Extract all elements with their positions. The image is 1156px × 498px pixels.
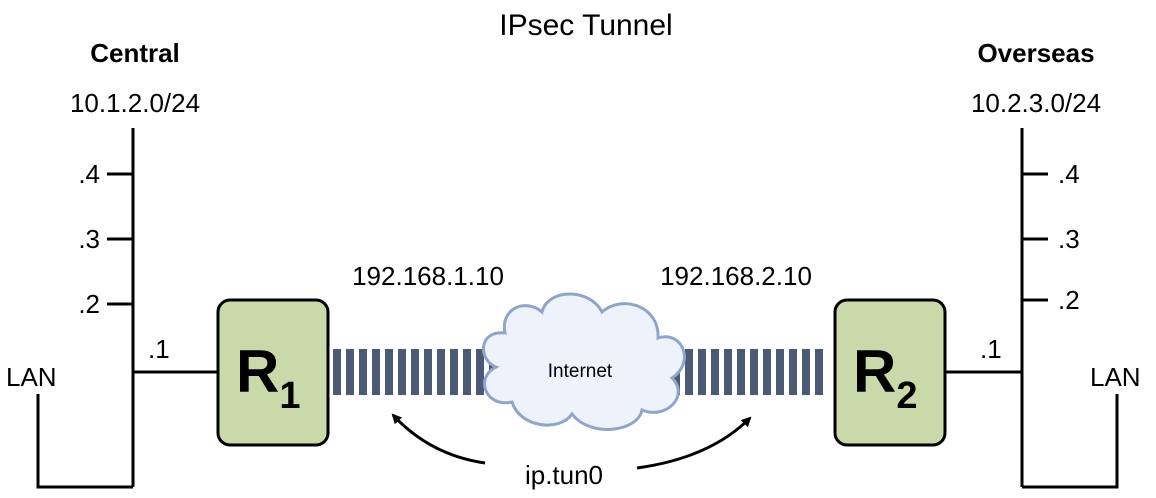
left-host-label: .2 bbox=[78, 289, 100, 319]
cloud-label: Internet bbox=[548, 361, 613, 382]
tunnel-stripe bbox=[815, 349, 823, 395]
router-r1-label: R1 bbox=[236, 338, 300, 417]
tunnel-stripe bbox=[463, 349, 471, 395]
tunnel-stripe bbox=[450, 349, 458, 395]
tunnel-stripe bbox=[424, 349, 432, 395]
diagram-title: IPsec Tunnel bbox=[499, 9, 672, 42]
tunnel-stripe bbox=[437, 349, 445, 395]
left-host-label: .3 bbox=[78, 224, 100, 254]
tunnel-stripe bbox=[398, 349, 406, 395]
right-host-label: .4 bbox=[1058, 159, 1080, 189]
tunnel-stripe bbox=[411, 349, 419, 395]
left-router-port-label: .1 bbox=[148, 334, 170, 364]
tunnel-stripe bbox=[476, 349, 484, 395]
left-site-name: Central bbox=[90, 38, 180, 68]
left-subnet-label: 10.1.2.0/24 bbox=[70, 88, 200, 118]
left-wan-ip: 192.168.1.10 bbox=[352, 261, 504, 291]
router-r2-label: R2 bbox=[853, 338, 917, 417]
tunnel-stripe bbox=[789, 349, 797, 395]
internet-cloud: Internet bbox=[481, 292, 686, 431]
right-host-label: .3 bbox=[1058, 224, 1080, 254]
tunnel-stripe bbox=[763, 349, 771, 395]
tunnel-stripe bbox=[346, 349, 354, 395]
left-lan-label: LAN bbox=[6, 362, 57, 392]
right-router-port-label: .1 bbox=[980, 334, 1002, 364]
right-lan-label: LAN bbox=[1090, 362, 1141, 392]
left-host-label: .4 bbox=[78, 159, 100, 189]
tunnel-interface-label: ip.tun0 bbox=[525, 460, 603, 490]
tunnel-stripe bbox=[685, 349, 693, 395]
tunnel-stripe bbox=[372, 349, 380, 395]
tunnel-arrow-left bbox=[391, 413, 486, 465]
tunnel-stripe bbox=[359, 349, 367, 395]
tunnel-segment-right bbox=[672, 349, 823, 395]
tunnel-stripe bbox=[333, 349, 341, 395]
tunnel-stripe bbox=[385, 349, 393, 395]
router-r2-box bbox=[833, 298, 947, 447]
tunnel-stripe bbox=[698, 349, 706, 395]
tunnel-stripe bbox=[737, 349, 745, 395]
right-subnet-label: 10.2.3.0/24 bbox=[971, 88, 1101, 118]
router-r2: R2 bbox=[833, 298, 947, 447]
left-lan-bracket bbox=[36, 394, 133, 489]
tunnel-stripe bbox=[750, 349, 758, 395]
tunnel-stripe bbox=[711, 349, 719, 395]
tunnel-stripe bbox=[776, 349, 784, 395]
router-r1: R1 bbox=[216, 298, 330, 447]
cloud-shape bbox=[481, 292, 686, 431]
right-site-name: Overseas bbox=[977, 38, 1094, 68]
router-r1-box bbox=[216, 298, 330, 447]
tunnel-arrow-right bbox=[636, 416, 752, 470]
tunnel-segment-left bbox=[333, 349, 497, 395]
right-host-label: .2 bbox=[1058, 285, 1080, 315]
right-lan-bracket bbox=[1022, 394, 1119, 489]
tunnel-stripe bbox=[802, 349, 810, 395]
tunnel-stripe bbox=[724, 349, 732, 395]
right-wan-ip: 192.168.2.10 bbox=[660, 261, 812, 291]
